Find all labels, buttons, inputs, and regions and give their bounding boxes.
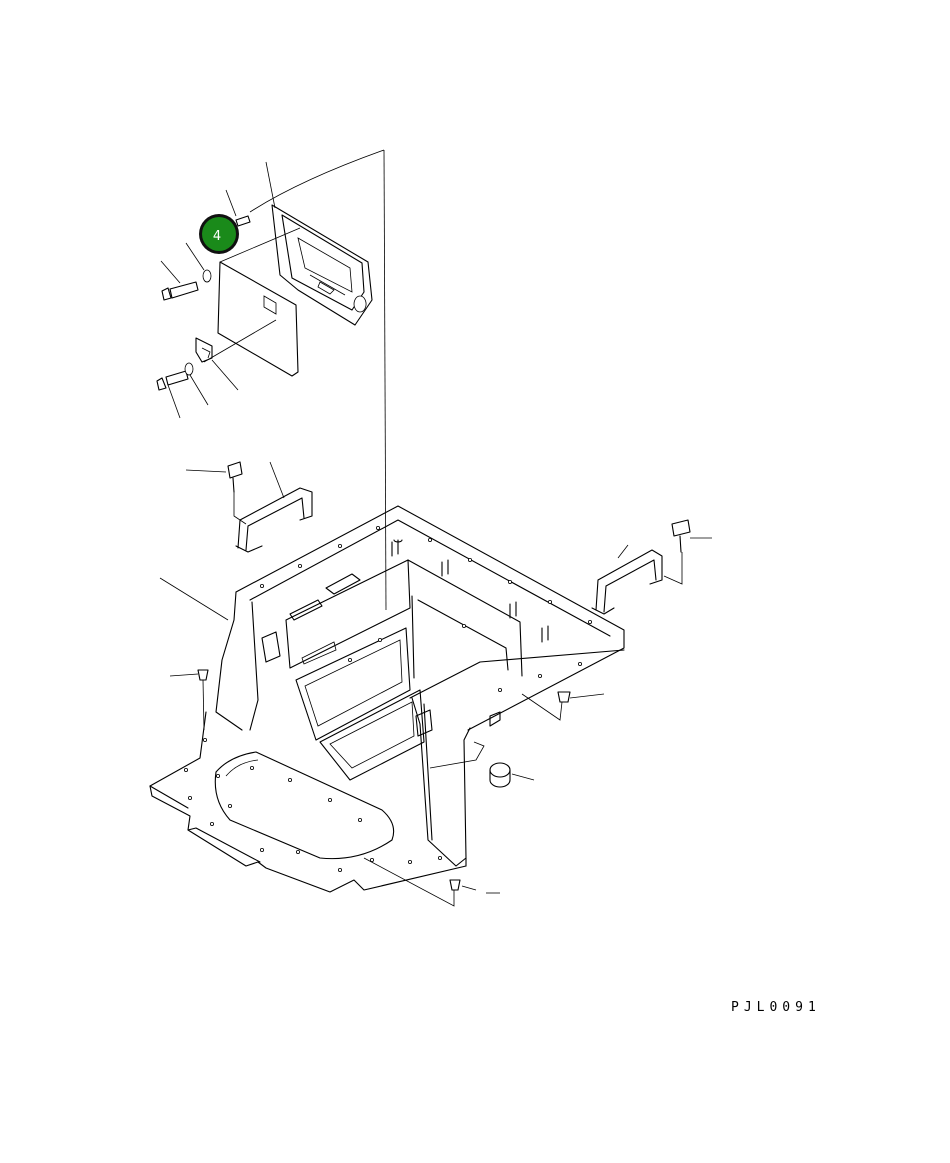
right-handrail bbox=[591, 519, 712, 615]
inspection-cover-assembly bbox=[156, 149, 387, 611]
rivet-holes bbox=[183, 526, 593, 873]
callout-badge-4[interactable]: 4 bbox=[199, 214, 239, 254]
drawing-code: PJL0091 bbox=[731, 1000, 821, 1015]
left-handrail bbox=[185, 461, 313, 553]
main-frame bbox=[149, 505, 625, 893]
callout-number: 4 bbox=[213, 229, 221, 244]
fasteners bbox=[159, 577, 605, 907]
